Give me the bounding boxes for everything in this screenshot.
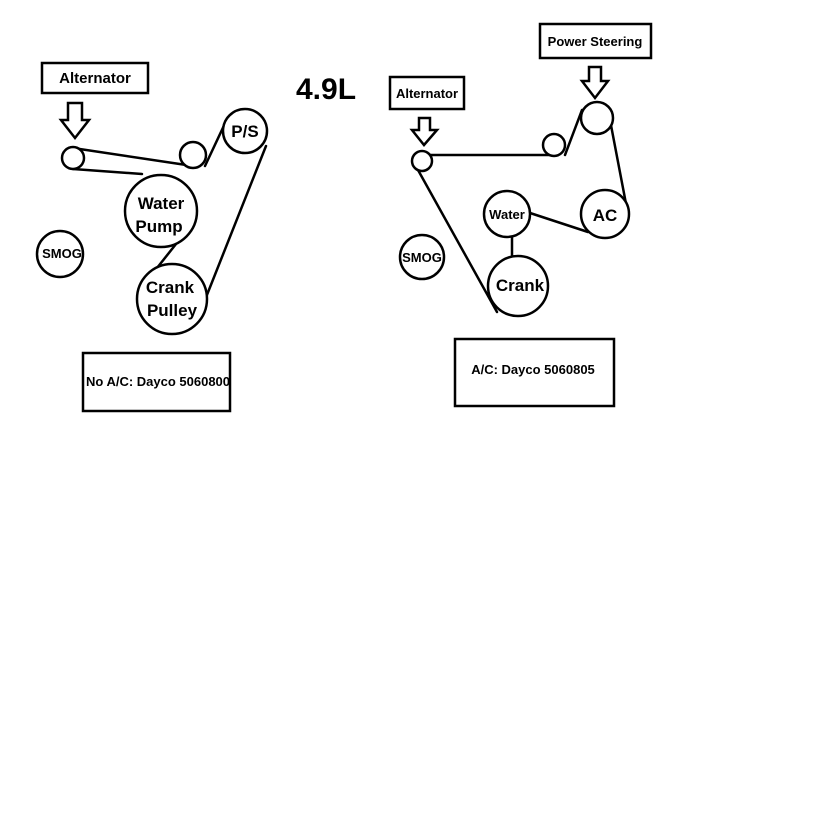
right-ac-label: AC — [593, 206, 618, 225]
right-power-steering-pulley — [579, 100, 615, 136]
right-ac-pulley — [579, 188, 631, 240]
right-alternator-label: Alternator — [396, 86, 458, 101]
left-belt — [71, 115, 268, 317]
right-part-number-label: A/C: Dayco 5060805 — [471, 362, 595, 377]
right-smog-pulley — [398, 233, 446, 281]
left-alternator-pulley — [60, 145, 86, 171]
left-water-pump-pulley — [123, 173, 199, 249]
right-belt — [411, 108, 629, 314]
right-water-label: Water — [489, 207, 525, 222]
right-alternator-pulley — [410, 149, 434, 173]
right-smog-label: SMOG — [402, 250, 442, 265]
left-water-pump-label-line2: Pump — [135, 217, 182, 236]
right-crank-label: Crank — [496, 276, 545, 295]
left-crank-label-line2: Pulley — [147, 301, 198, 320]
right-part-number-box — [453, 337, 616, 408]
left-ps-pulley — [221, 107, 269, 155]
right-power-steering-label: Power Steering — [548, 34, 643, 49]
left-alternator-label-box — [40, 61, 150, 95]
left-alternator-arrow-icon — [58, 101, 92, 141]
left-part-number-label: No A/C: Dayco 5060800 — [86, 374, 230, 389]
left-part-number-box — [81, 351, 232, 413]
right-water-pump-pulley — [482, 189, 532, 239]
left-crank-pulley — [135, 262, 209, 336]
left-smog-label: SMOG — [42, 246, 82, 261]
left-water-pump-label-line1: Water — [138, 194, 185, 213]
left-smog-pulley — [35, 229, 85, 279]
left-diagram-no-ac: Alternator P/S Water Pump Crank Pulley S… — [35, 61, 269, 413]
left-alternator-label: Alternator — [59, 70, 131, 87]
right-alternator-label-box — [388, 75, 466, 111]
right-crank-pulley — [486, 254, 550, 318]
right-idler-pulley — [541, 132, 567, 158]
right-diagram-ac: Power Steering Alternator Water AC Crank… — [388, 22, 653, 408]
left-idler-pulley — [178, 140, 208, 170]
right-power-steering-label-box — [538, 22, 653, 60]
engine-title: 4.9L — [296, 73, 356, 106]
right-alternator-arrow-icon — [409, 116, 440, 147]
left-ps-label: P/S — [231, 122, 258, 141]
left-crank-label-line1: Crank — [146, 278, 195, 297]
right-power-steering-arrow-icon — [579, 65, 611, 101]
